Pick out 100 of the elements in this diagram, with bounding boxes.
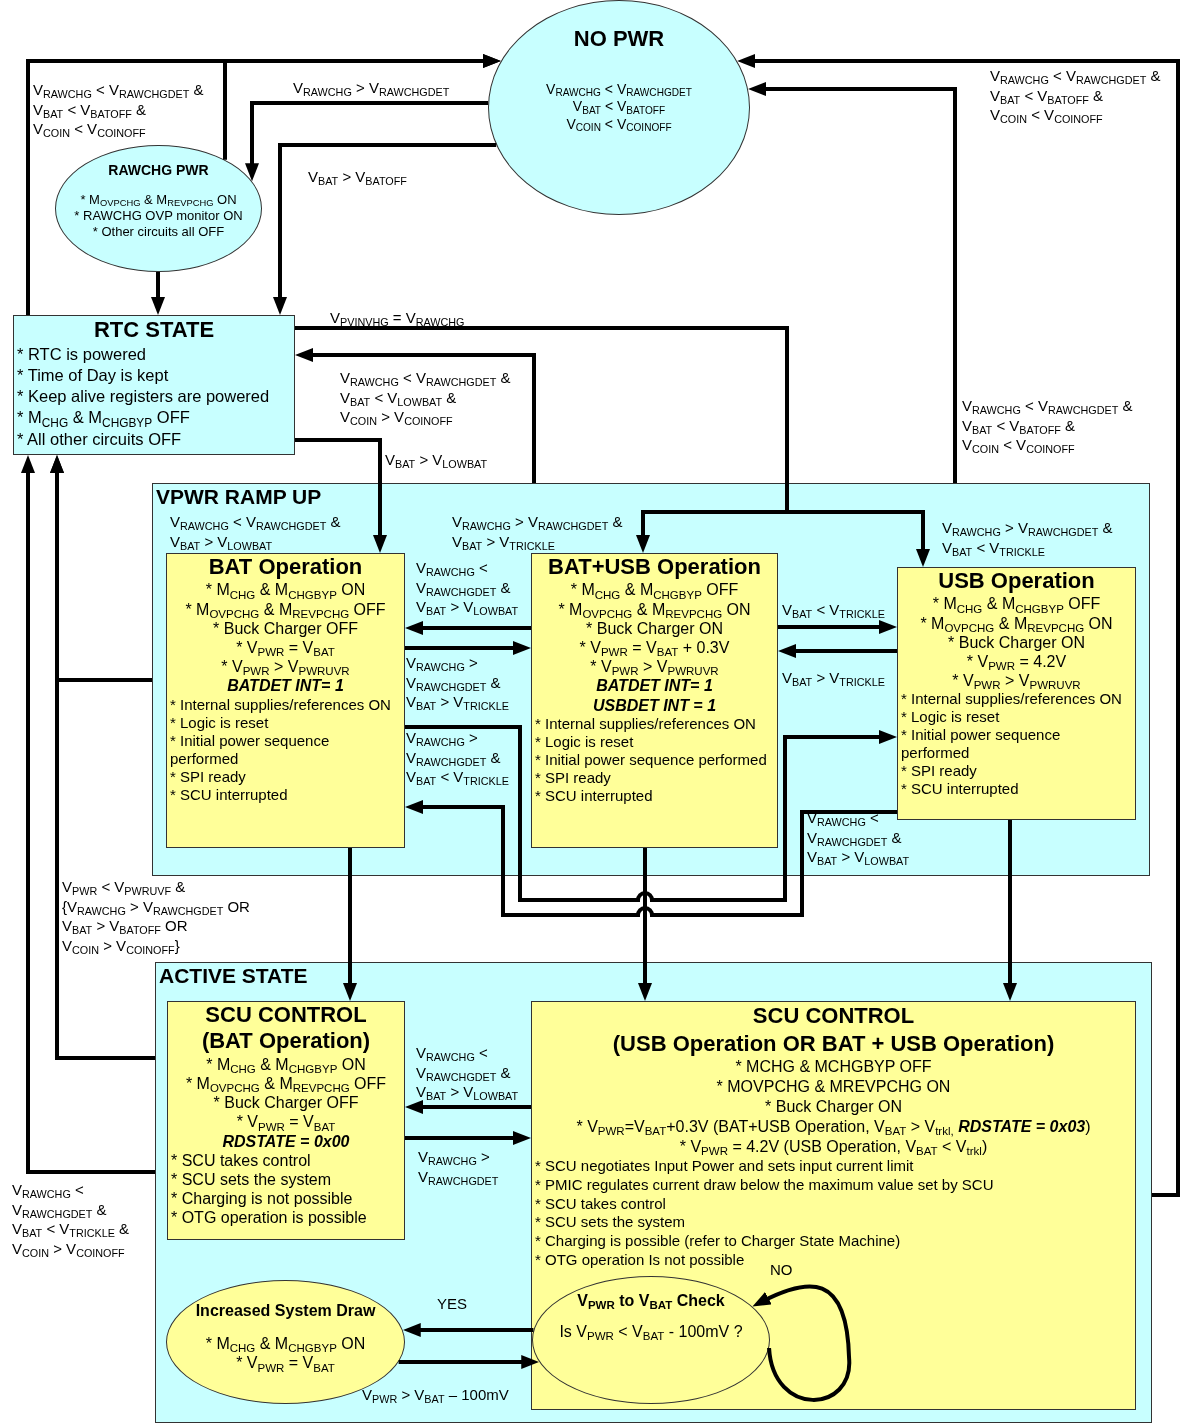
state-line: * Internal supplies/references ON bbox=[900, 690, 1123, 709]
arrow bbox=[343, 848, 357, 1001]
edge-label: V$_{RAWCHG}$ < V$_{RAWCHGDET}$ & V$_{BAT}$ < V$_{BATOFF}$ & V$_{COIN}$ < V$_{COINOFF}$ bbox=[990, 66, 1162, 125]
edge-label: V$_{RAWCHG}$ < V$_{RAWCHGDET}$ & V$_{BAT}$ > V$_{LOWBAT}$ bbox=[416, 558, 520, 617]
arrow bbox=[245, 101, 489, 182]
state-line: * M$_{OVPCHG}$ & M$_{REVPCHG}$ ON bbox=[79, 191, 238, 208]
state-title: Increased System Draw bbox=[194, 1301, 377, 1321]
arrow bbox=[223, 54, 501, 160]
state-title: (BAT Operation) bbox=[200, 1028, 372, 1055]
arrow bbox=[638, 848, 652, 1001]
state-line: * V$_{PWR}$ = V$_{BAT}$ bbox=[235, 1353, 336, 1373]
state-line: * Other circuits all OFF bbox=[91, 224, 226, 241]
state-line: * V$_{PWR}$=V$_{BAT}$+0.3V (BAT+USB Operation, V$_{BAT}$ > V$_{trkl,}$ RDSTATE = 0x03) bbox=[575, 1117, 1092, 1137]
edge-label: V$_{BAT}$ < V$_{TRICKLE}$ bbox=[782, 600, 885, 620]
condition-label: V$_{PVINVHG}$ = V$_{RAWCHG}$ bbox=[330, 308, 465, 328]
state-line: * V$_{PWR}$ = V$_{BAT}$ + 0.3V bbox=[578, 637, 731, 658]
edge-label: V$_{BAT}$ > V$_{TRICKLE}$ bbox=[782, 668, 885, 688]
state-line: * Buck Charger ON bbox=[585, 618, 724, 638]
state-line: * SPI ready bbox=[534, 768, 612, 787]
state-line: * V$_{PWR}$ = V$_{BAT}$ bbox=[235, 1112, 337, 1132]
state-line: V$_{RAWCHG}$ < V$_{RAWCHGDET}$ bbox=[545, 80, 693, 98]
state-line: * M$_{CHG}$ & M$_{CHGBYP}$ OFF bbox=[16, 407, 191, 429]
edge-label: V$_{BAT}$ > V$_{LOWBAT}$ bbox=[385, 450, 488, 470]
state-title: SCU CONTROL bbox=[204, 1002, 368, 1029]
state-line: * RAWCHG OVP monitor ON bbox=[73, 207, 244, 224]
state-line: * Initial power sequence performed bbox=[169, 731, 331, 768]
state-line: * Time of Day is kept bbox=[16, 365, 170, 387]
state-line: V$_{BAT}$ < V$_{BATOFF}$ bbox=[571, 98, 667, 116]
state-line: * SCU takes control bbox=[534, 1194, 667, 1214]
state-line: * V$_{PWR}$ = 4.2V (USB Operation, V$_{BAT}$ < V$_{trkl}$) bbox=[678, 1137, 989, 1157]
state-line: * M$_{OVPCHG}$ & M$_{REVPCHG}$ ON bbox=[557, 599, 752, 619]
edge-label: V$_{RAWCHG}$ < V$_{RAWCHGDET}$ & V$_{BAT}$ < V$_{LOWBAT}$ & V$_{COIN}$ > V$_{COINOFF}$ bbox=[340, 368, 512, 427]
state-line: * SCU interrupted bbox=[534, 786, 654, 805]
state-line: * SCU sets the system bbox=[170, 1169, 333, 1190]
arrow bbox=[273, 143, 497, 315]
state-line: * MOVPCHG & MREVPCHG ON bbox=[715, 1077, 952, 1097]
arrow bbox=[402, 1323, 534, 1337]
state-title: V$_{PWR}$ to V$_{BAT}$ Check bbox=[576, 1291, 726, 1311]
edge-label: V$_{RAWCHG}$ > V$_{RAWCHGDET}$ bbox=[418, 1147, 500, 1186]
edge-label: V$_{BAT}$ > V$_{BATOFF}$ bbox=[308, 167, 407, 187]
state-line: * V$_{PWR}$ = V$_{BAT}$ bbox=[235, 637, 336, 658]
edge-label: NO bbox=[770, 1260, 793, 1280]
state-line: * PMIC regulates current draw below the maximum value set by SCU bbox=[534, 1175, 995, 1195]
state-line: * Internal supplies/references ON bbox=[534, 714, 757, 733]
state-line: * MCHG & MCHGBYP OFF bbox=[734, 1057, 933, 1077]
state-box bbox=[531, 553, 778, 848]
state-line: RDSTATE = 0x00 bbox=[221, 1131, 351, 1151]
state-line: * V$_{PWR}$ > V$_{PWRUVR}$ bbox=[951, 671, 1082, 691]
state-title: RAWCHG PWR bbox=[107, 162, 210, 180]
state-line: V$_{COIN}$ < V$_{COINOFF}$ bbox=[565, 115, 673, 133]
arrow bbox=[1003, 820, 1017, 1001]
edge-label: V$_{RAWCHG}$ > V$_{RAWCHGDET}$ & V$_{BAT}$ < V$_{TRICKLE}$ bbox=[942, 518, 1114, 557]
state-line: * Logic is reset bbox=[169, 713, 270, 732]
state-line: * SCU sets the system bbox=[534, 1213, 687, 1232]
arrow bbox=[295, 348, 536, 483]
state-line: * Initial power sequence performed bbox=[900, 726, 1062, 763]
state-line: * SPI ready bbox=[169, 767, 247, 786]
state-line: * OTG operation is possible bbox=[170, 1208, 368, 1228]
state-line: * Charging is not possible bbox=[170, 1189, 354, 1209]
edge-label: V$_{RAWCHG}$ > V$_{RAWCHGDET}$ bbox=[293, 78, 450, 98]
state-group bbox=[155, 962, 1152, 1423]
arrow bbox=[398, 1355, 540, 1369]
state-title: BAT Operation bbox=[207, 554, 364, 581]
state-line: BATDET INT= 1 bbox=[226, 676, 345, 696]
state-title: USB Operation bbox=[937, 568, 1096, 595]
state-title: ACTIVE STATE bbox=[158, 963, 309, 989]
state-line: BATDET INT= 1 bbox=[595, 676, 714, 696]
edge-label: V$_{RAWCHG}$ < V$_{RAWCHGDET}$ & V$_{BAT}$ < V$_{TRICKLE}$ & V$_{COIN}$ > V$_{COINOFF}$ bbox=[12, 1180, 131, 1258]
arrow bbox=[778, 620, 897, 634]
state-line: * All other circuits OFF bbox=[16, 428, 183, 450]
arrow bbox=[405, 1131, 531, 1145]
arrow bbox=[748, 82, 957, 483]
state-line: * SCU interrupted bbox=[900, 780, 1020, 799]
state-line: * SCU takes control bbox=[170, 1150, 312, 1170]
state-line: * SCU interrupted bbox=[169, 785, 289, 804]
state-line: * M$_{CHG}$ & M$_{CHGBYP}$ ON bbox=[204, 580, 367, 600]
state-box bbox=[166, 553, 405, 848]
state-title: NO PWR bbox=[572, 25, 666, 53]
condition-label: V$_{RAWCHG}$ < V$_{RAWCHGDET}$ & V$_{BAT}$ > V$_{LOWBAT}$ bbox=[170, 512, 342, 551]
state-line: USBDET INT = 1 bbox=[591, 695, 718, 715]
state-line: * V$_{PWR}$ > V$_{PWRUVR}$ bbox=[589, 657, 720, 677]
arrow bbox=[405, 800, 897, 917]
state-line: * Buck Charger OFF bbox=[212, 618, 359, 638]
arrow bbox=[295, 438, 387, 553]
edge-label: V$_{RAWCHG}$ < V$_{RAWCHGDET}$ & V$_{BAT}$ > V$_{LOWBAT}$ bbox=[416, 1043, 520, 1102]
state-box bbox=[897, 567, 1136, 820]
edge-label: V$_{PWR}$ > V$_{BAT}$ – 100mV bbox=[362, 1385, 509, 1405]
state-line: * Logic is reset bbox=[900, 708, 1001, 727]
state-line: * M$_{CHG}$ & M$_{CHGBYP}$ OFF bbox=[931, 594, 1102, 614]
state-line: * Initial power sequence performed bbox=[534, 750, 768, 769]
state-line: * Buck Charger ON bbox=[947, 632, 1086, 652]
edge-label: V$_{RAWCHG}$ > V$_{RAWCHGDET}$ & V$_{BAT}$ > V$_{TRICKLE}$ bbox=[452, 512, 624, 551]
state-line: * Internal supplies/references ON bbox=[169, 695, 392, 714]
state-line: * Buck Charger ON bbox=[764, 1097, 903, 1117]
state-title: BAT+USB Operation bbox=[547, 554, 762, 581]
arrow bbox=[405, 621, 531, 635]
state-line: * V$_{PWR}$ = 4.2V bbox=[965, 651, 1068, 672]
state-line: * Buck Charger OFF bbox=[212, 1093, 360, 1113]
state-title: (USB Operation OR BAT + USB Operation) bbox=[611, 1029, 1056, 1057]
state-line: * M$_{OVPCHG}$ & M$_{REVPCHG}$ OFF bbox=[184, 1073, 388, 1094]
